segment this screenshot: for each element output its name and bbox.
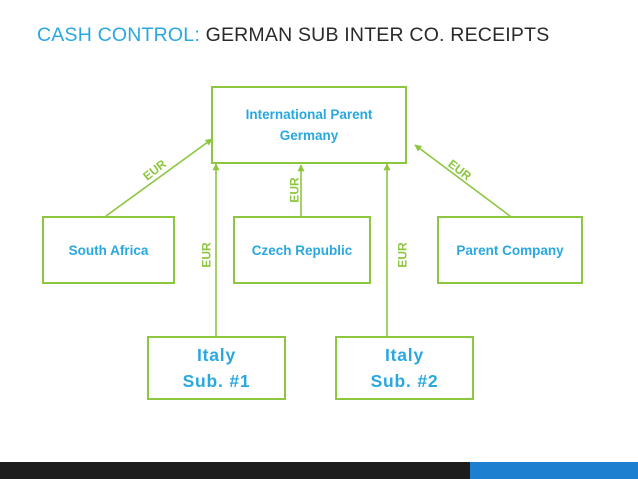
eur-label-italy1: EUR — [199, 242, 214, 268]
node-international-parent: International Parent Germany — [211, 86, 407, 164]
footer-bar-dark — [0, 462, 470, 479]
node-czech-republic: Czech Republic — [233, 216, 371, 284]
node-italy-sub-1: Italy Sub. #1 — [147, 336, 286, 400]
title-accent: CASH CONTROL: — [37, 24, 200, 46]
node-italy-sub-2: Italy Sub. #2 — [335, 336, 474, 400]
title-rest: GERMAN SUB INTER CO. RECEIPTS — [199, 24, 550, 46]
eur-label-italy2: EUR — [395, 242, 410, 268]
arrow-parent-company — [414, 144, 511, 217]
node-parent-company: Parent Company — [437, 216, 583, 284]
node-label: Italy Sub. #2 — [370, 345, 439, 391]
arrow-south-africa — [105, 138, 213, 217]
node-label: Parent Company — [456, 242, 564, 258]
eur-label-czech: EUR — [287, 177, 302, 203]
footer-bar-blue — [470, 462, 638, 479]
node-label: Czech Republic — [251, 242, 353, 258]
node-label: South Africa — [68, 242, 149, 258]
node-label: International Parent Germany — [245, 107, 373, 143]
page-title: CASH CONTROL: GERMAN SUB INTER CO. RECEI… — [37, 24, 549, 47]
node-south-africa: South Africa — [42, 216, 175, 284]
node-label: Italy Sub. #1 — [182, 345, 251, 391]
